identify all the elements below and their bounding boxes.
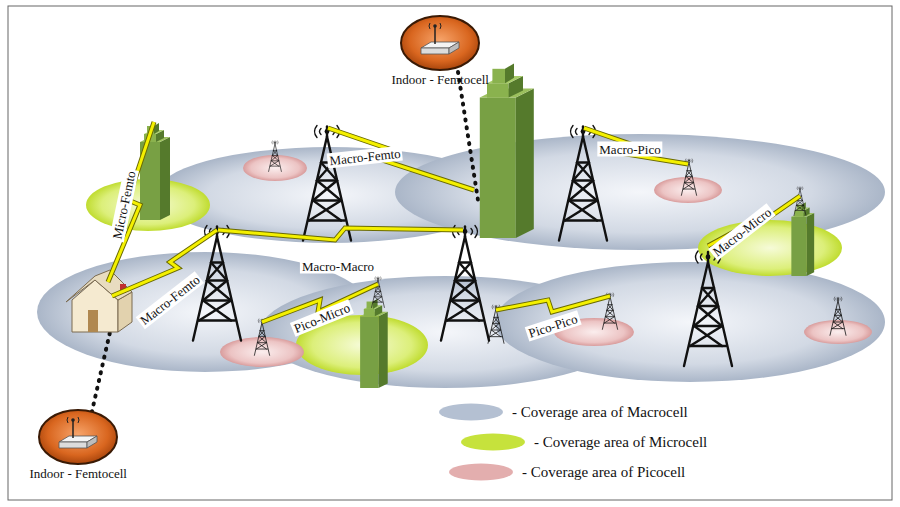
femtocell-node: Indoor - Femtocell — [25, 408, 131, 482]
macro-tower — [193, 126, 732, 367]
frame — [8, 6, 892, 500]
link-label: Macro-Pico — [597, 142, 662, 157]
legend-row: - Coverage area of Picocell — [448, 457, 707, 487]
femtocell-icon — [399, 14, 481, 72]
wireless-link — [108, 122, 800, 322]
legend-swatch — [438, 402, 504, 422]
house — [66, 270, 132, 332]
micro-coverage — [86, 179, 842, 375]
legend: - Coverage area of Macrocell - Coverage a… — [438, 397, 707, 487]
femtocell-node: Indoor - Femtocell — [387, 14, 493, 88]
legend-swatch — [448, 462, 514, 482]
legend-swatch — [439, 404, 503, 421]
femtocell-icon — [37, 408, 119, 466]
legend-row: - Coverage area of Microcell — [460, 427, 707, 457]
office-building — [480, 63, 534, 238]
micro-building — [140, 123, 170, 220]
legend-text: - Coverage area of Picocell — [522, 464, 685, 481]
pico-coverage — [220, 155, 872, 367]
legend-text: - Coverage area of Macrocell — [512, 404, 688, 421]
micro-building — [360, 299, 388, 388]
legend-swatch — [460, 432, 526, 452]
legend-text: - Coverage area of Microcell — [534, 434, 707, 451]
legend-row: - Coverage area of Macrocell — [438, 397, 707, 427]
pico-tower — [254, 141, 846, 356]
link-label: Macro-Macro — [300, 259, 376, 274]
legend-swatch — [461, 434, 525, 451]
femto-dotted-link — [90, 72, 478, 420]
femtocell-label: Indoor - Femtocell — [25, 466, 131, 482]
femtocell-label: Indoor - Femtocell — [387, 72, 493, 88]
legend-swatch — [449, 464, 513, 481]
